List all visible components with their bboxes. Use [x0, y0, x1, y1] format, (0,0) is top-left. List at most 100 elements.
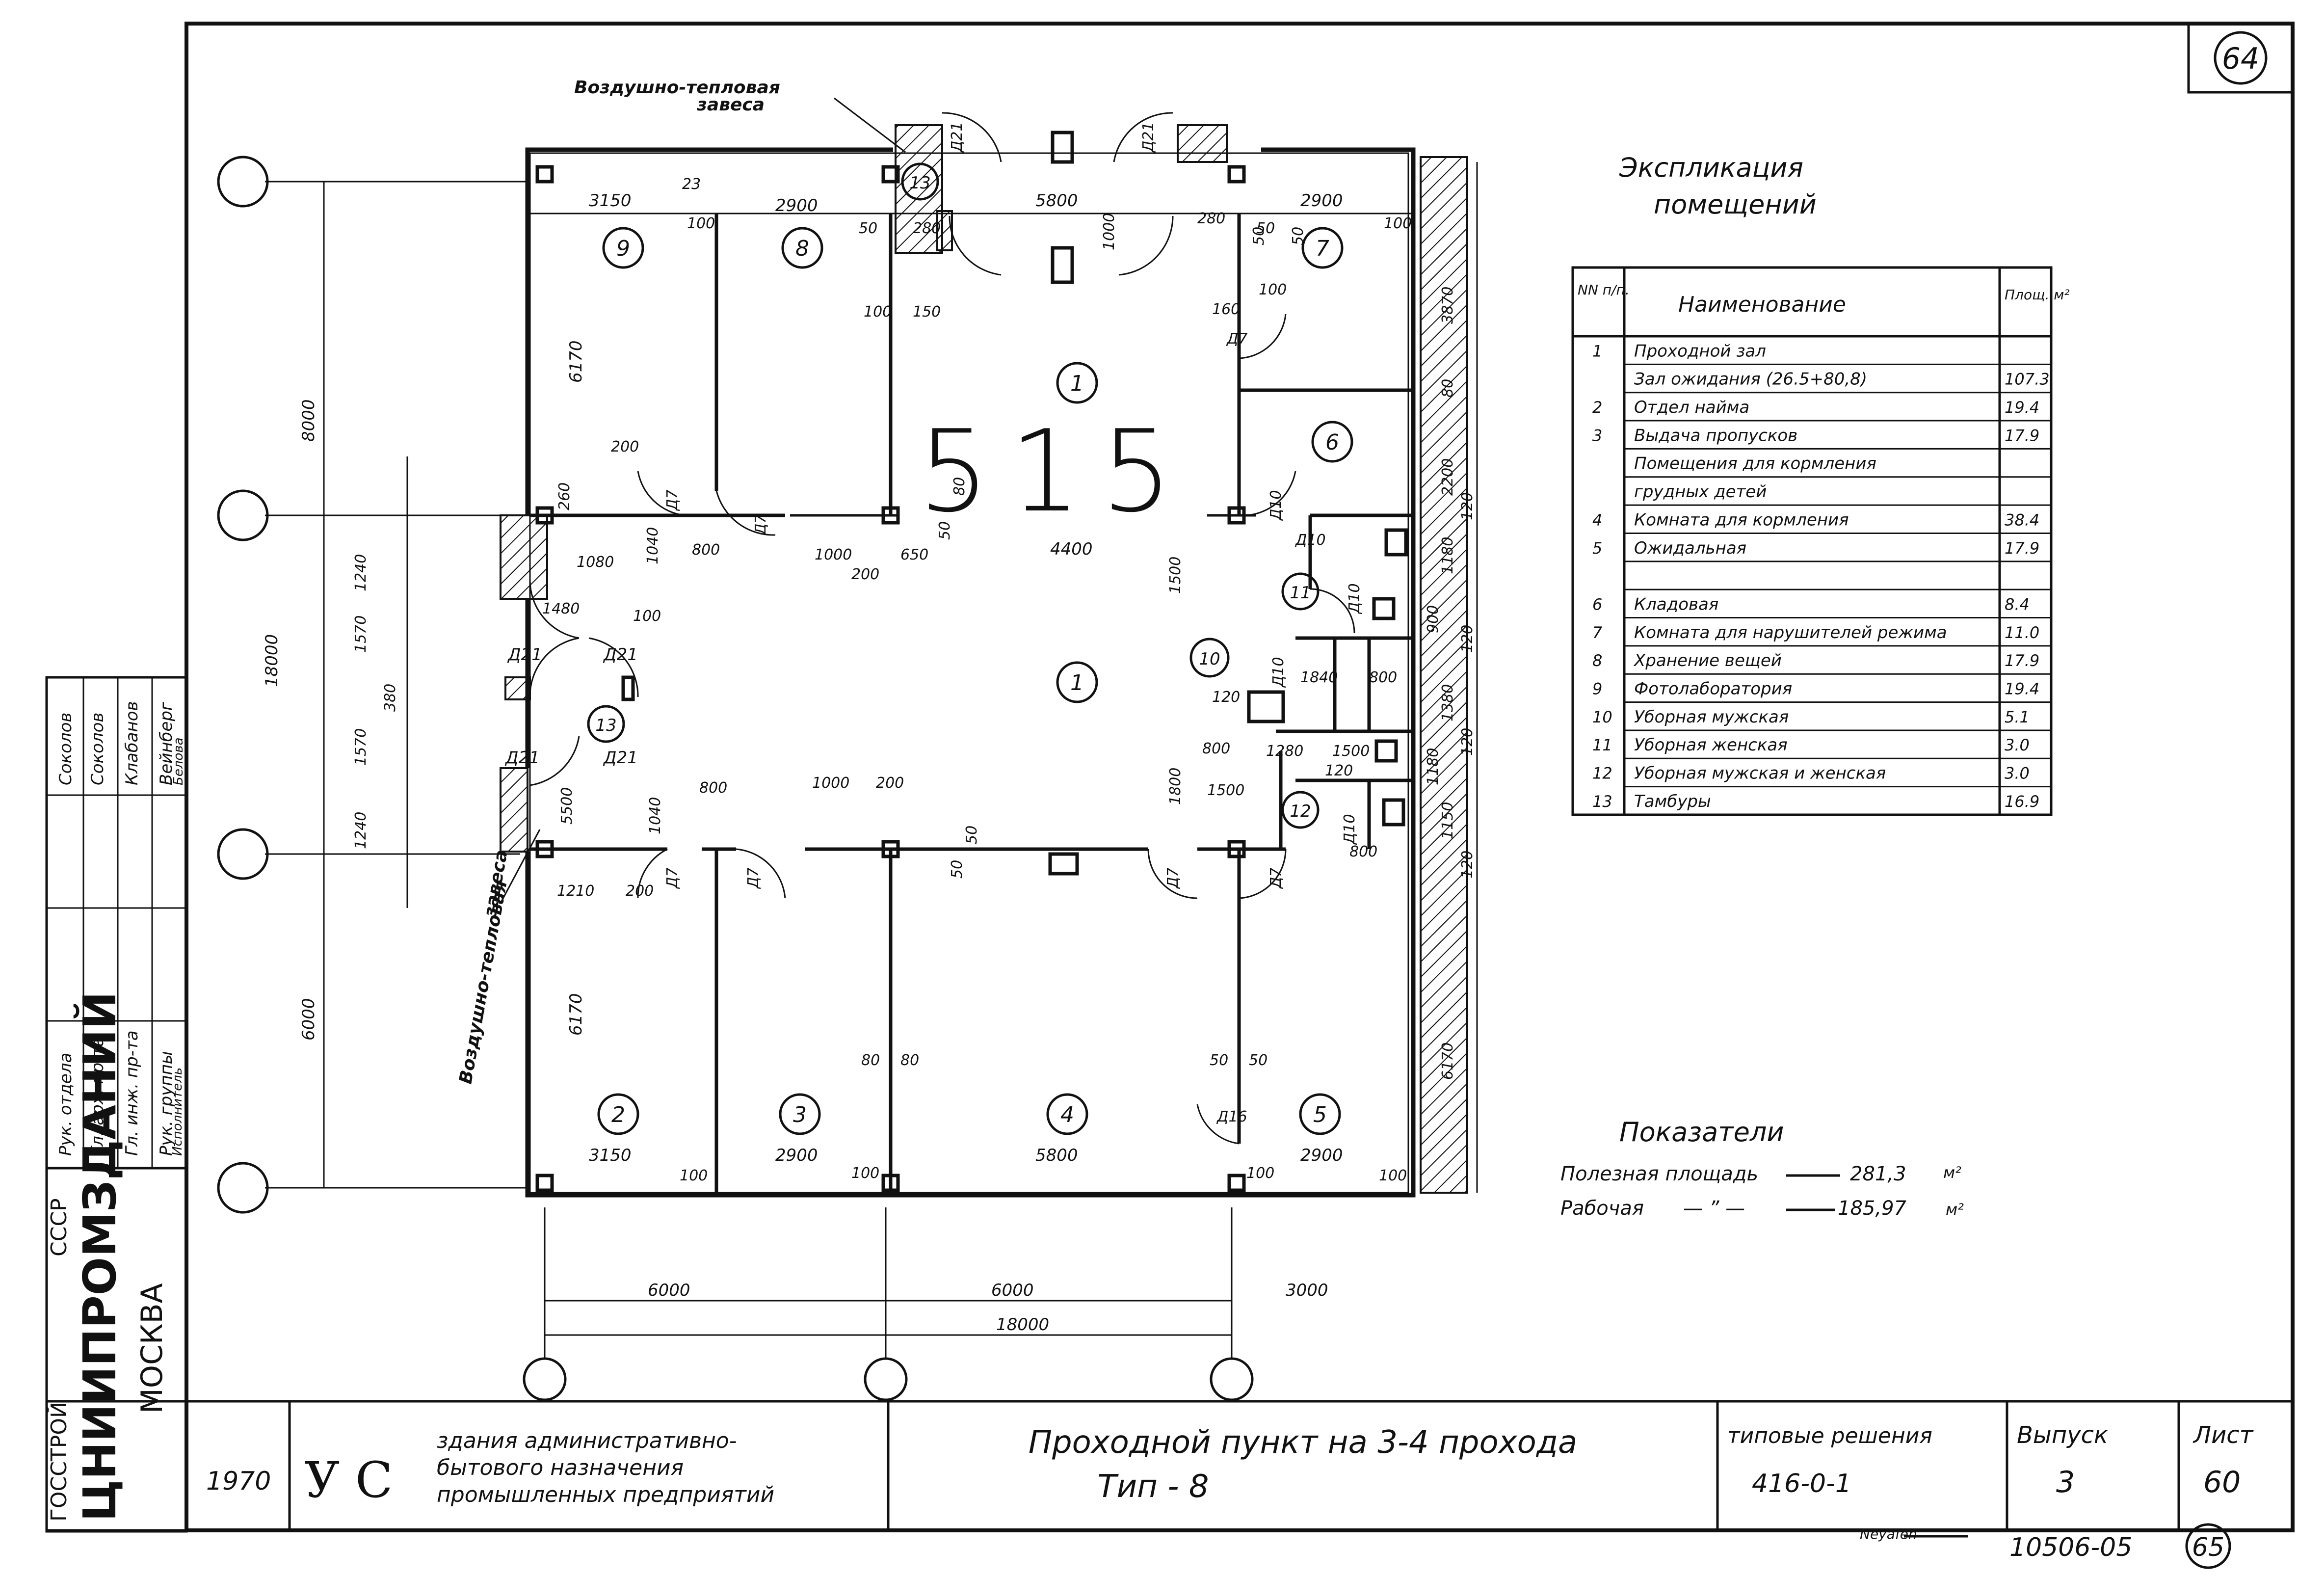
door-labels: Д21 Д21 Д21 Д21 Д21 Д21 Д7 Д7 Д7 Д7 Д7 Д… — [504, 122, 1363, 1125]
svg-text:3870: 3870 — [1439, 287, 1456, 324]
table-cell-no: 10 — [1592, 708, 1612, 726]
svg-text:Полезная площадь: Полезная площадь — [1560, 1163, 1758, 1185]
svg-text:50: 50 — [1250, 227, 1268, 245]
svg-text:18000: 18000 — [262, 634, 282, 687]
svg-text:6170: 6170 — [1439, 1042, 1456, 1080]
table-cell-area: 8.4 — [2005, 595, 2030, 614]
table-cell-area: 16.9 — [2005, 792, 2039, 811]
svg-text:промышленных предприятий: промышленных предприятий — [437, 1482, 774, 1507]
explication-table — [1571, 266, 2053, 816]
grid-axes — [217, 156, 1254, 1401]
svg-text:800: 800 — [699, 779, 727, 797]
table-cell-area: 3.0 — [2005, 736, 2030, 754]
svg-text:6000: 6000 — [648, 1281, 690, 1300]
svg-text:Д7: Д7 — [664, 867, 681, 889]
title-block: 1970 У С здания административно- бытовог… — [185, 1400, 2294, 1569]
svg-text:1040: 1040 — [647, 797, 664, 834]
table-cell-name: Отдел найма — [1634, 398, 1749, 417]
dims-left: 8000 18000 6000 1240 1570 380 1570 1240 — [262, 182, 432, 1188]
table-cell-area: 17.9 — [2005, 539, 2039, 558]
svg-text:6000: 6000 — [299, 998, 318, 1041]
table-cell-no: 4 — [1592, 510, 1602, 529]
table-cell-area: 17.9 — [2005, 651, 2039, 670]
issue-value: 3 — [2056, 1465, 2075, 1499]
svg-text:1380: 1380 — [1439, 684, 1456, 722]
svg-text:2200: 2200 — [1439, 458, 1456, 496]
svg-text:80: 80 — [1439, 379, 1456, 398]
svg-text:1: 1 — [1070, 371, 1084, 396]
work-area-value: 185,97 — [1838, 1197, 1907, 1220]
svg-text:50: 50 — [936, 521, 953, 540]
svg-text:1210: 1210 — [557, 882, 594, 900]
table-cell-name: Комната для кормления — [1634, 510, 1849, 530]
next-sheet-number: 65 — [2192, 1533, 2224, 1562]
svg-text:Клабанов: Клабанов — [122, 701, 142, 785]
svg-text:50: 50 — [1256, 220, 1275, 237]
svg-text:Гл. инж. пр-та: Гл. инж. пр-та — [122, 1030, 142, 1156]
year: 1970 — [206, 1467, 271, 1496]
svg-text:200: 200 — [611, 438, 639, 455]
svg-text:3000: 3000 — [1286, 1281, 1328, 1300]
svg-text:1840: 1840 — [1300, 669, 1338, 686]
svg-text:50: 50 — [1290, 227, 1307, 245]
table-cell-name: Кладовая — [1634, 594, 1718, 614]
svg-text:100: 100 — [680, 1167, 708, 1184]
sheet-number-circle — [2214, 31, 2268, 85]
door-swings — [529, 112, 1355, 1145]
svg-text:80: 80 — [951, 477, 968, 496]
table-cell-no: 6 — [1592, 595, 1602, 614]
svg-text:6170: 6170 — [566, 993, 586, 1036]
svg-text:380: 380 — [382, 684, 399, 712]
svg-text:Рук. группы: Рук. группы — [157, 1051, 176, 1156]
svg-text:800: 800 — [692, 541, 720, 559]
solutions-code: 416-0-1 — [1752, 1469, 1851, 1498]
table-cell-name: грудных детей — [1634, 482, 1767, 502]
svg-text:4: 4 — [1060, 1102, 1074, 1127]
table-cell-name: Комната для нарушителей режима — [1634, 623, 1947, 642]
series-letters: У С — [304, 1451, 393, 1509]
svg-text:1240: 1240 — [352, 812, 370, 849]
svg-text:Белова: Белова — [171, 737, 186, 785]
svg-text:Д16: Д16 — [1216, 1108, 1247, 1125]
svg-text:3150: 3150 — [589, 1146, 632, 1165]
svg-text:5800: 5800 — [1035, 191, 1078, 211]
svg-text:завеса: завеса — [696, 95, 765, 115]
svg-text:900: 900 — [1425, 605, 1442, 633]
svg-text:800: 800 — [1369, 669, 1397, 686]
svg-text:Д10: Д10 — [1341, 814, 1358, 845]
svg-text:бытового назначения: бытового назначения — [437, 1455, 684, 1480]
svg-text:Рук. отдела: Рук. отдела — [56, 1053, 76, 1156]
project-title: Проходной пункт на 3-4 прохода — [1029, 1424, 1577, 1461]
svg-text:150: 150 — [913, 303, 941, 321]
svg-text:2900: 2900 — [1300, 191, 1343, 211]
svg-text:1500: 1500 — [1167, 557, 1184, 594]
table-cell-area: 11.0 — [2005, 623, 2039, 642]
col-header-no: NN п/п. — [1578, 282, 1630, 298]
svg-text:100: 100 — [633, 608, 661, 625]
table-cell-area: 3.0 — [2005, 764, 2030, 783]
svg-text:1800: 1800 — [1167, 768, 1184, 805]
svg-text:100: 100 — [1259, 281, 1287, 298]
svg-text:2900: 2900 — [1300, 1146, 1343, 1165]
svg-text:160: 160 — [1212, 301, 1240, 318]
svg-text:5500: 5500 — [558, 787, 576, 825]
svg-text:Д7: Д7 — [1164, 867, 1182, 889]
indicators: Показатели Полезная площадь 281,3 м² Раб… — [1560, 1117, 1964, 1220]
svg-text:здания административно-: здания административно- — [437, 1428, 737, 1453]
svg-text:7: 7 — [1316, 236, 1329, 261]
svg-text:1000: 1000 — [815, 546, 852, 563]
svg-text:Д7: Д7 — [752, 514, 769, 536]
table-cell-name: Выдача пропусков — [1634, 426, 1797, 445]
dims-bottom: 6000 6000 3000 18000 — [545, 1281, 1328, 1336]
table-cell-area: 5.1 — [2005, 708, 2030, 726]
svg-text:280: 280 — [913, 220, 941, 237]
svg-text:100: 100 — [1246, 1165, 1274, 1182]
svg-text:1180: 1180 — [1425, 748, 1442, 785]
table-cell-no: 12 — [1592, 764, 1612, 783]
table-cell-area: 17.9 — [2005, 426, 2039, 445]
svg-text:13: 13 — [909, 173, 930, 193]
svg-text:120: 120 — [1325, 762, 1353, 779]
svg-text:8000: 8000 — [299, 399, 318, 442]
svg-text:Д7: Д7 — [664, 489, 681, 511]
